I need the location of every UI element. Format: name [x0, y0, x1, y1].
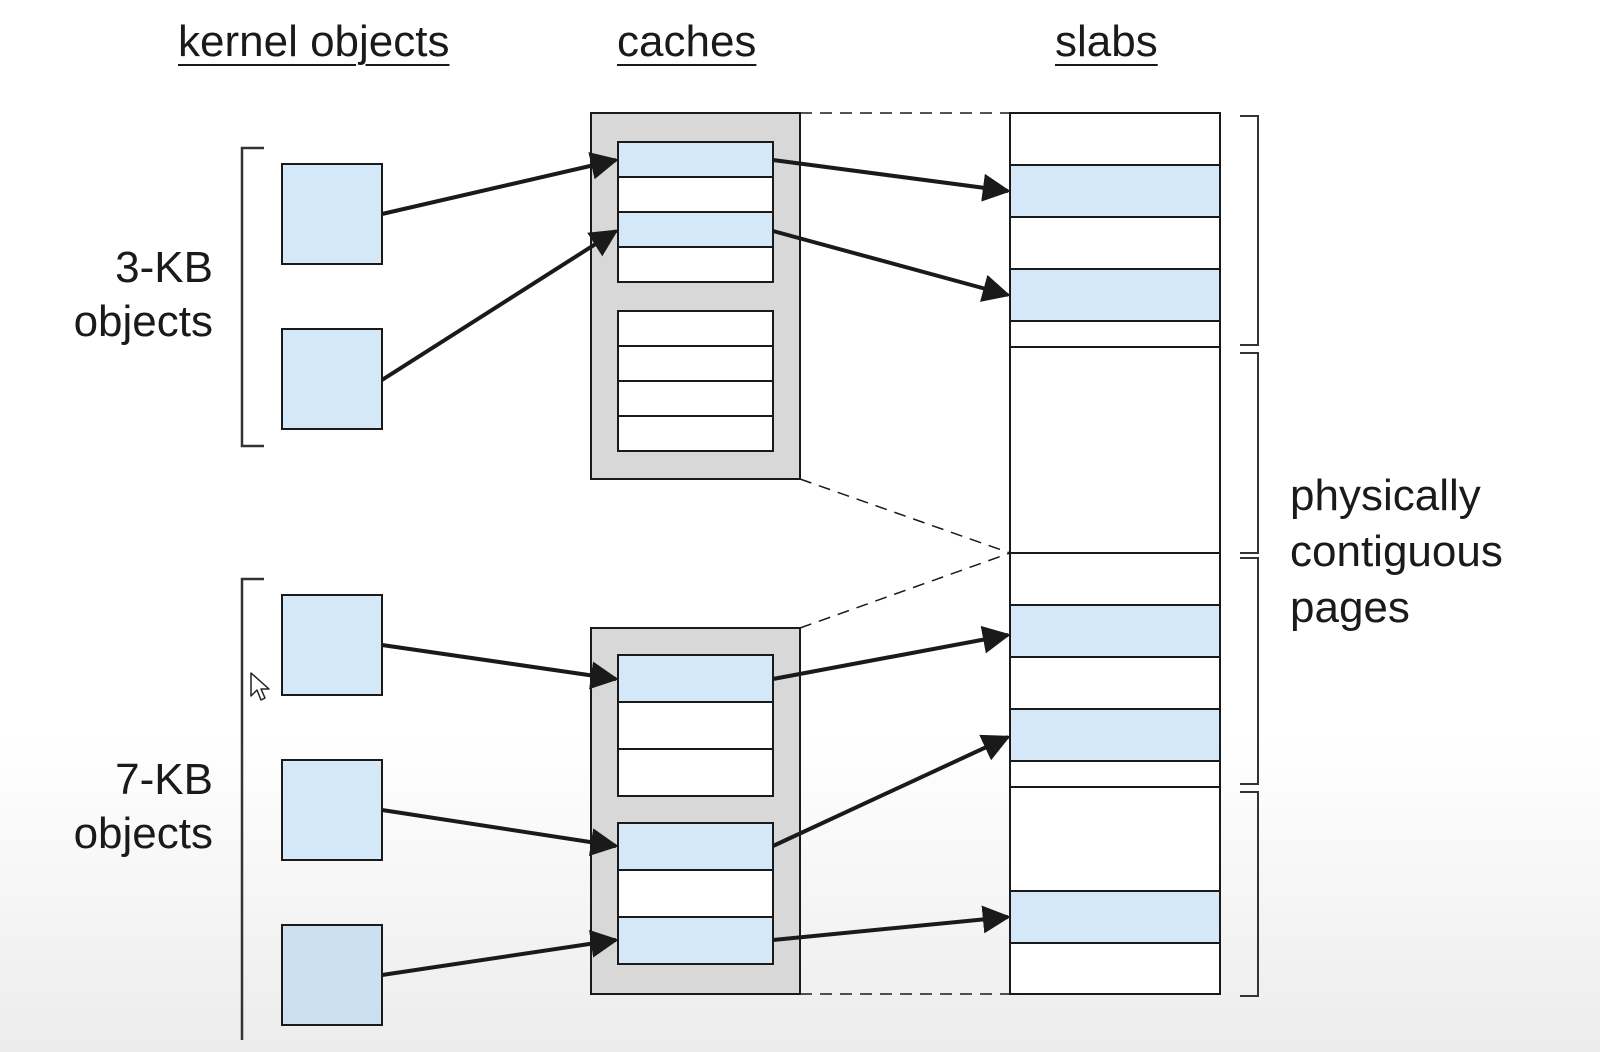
cache-7kb-slot-5	[617, 869, 774, 918]
label-contiguous: contiguous	[1290, 527, 1503, 576]
arrow-obj4-to-cache	[381, 808, 619, 857]
slab-row-6	[1009, 346, 1221, 554]
cache-7kb-slot-2	[617, 701, 774, 750]
arrow-obj2-to-cache	[380, 229, 619, 382]
cache-3kb-slot-1	[617, 141, 774, 178]
label-3kb: 3-KB	[115, 243, 213, 292]
arrow-obj3-to-cache	[381, 643, 619, 690]
arrow-cache2-slot6-to-slab	[772, 905, 1011, 942]
header-caches: caches	[617, 17, 757, 66]
slab-row-13	[1009, 890, 1221, 944]
kernel-object-7kb-1	[281, 594, 383, 696]
slab-row-12	[1009, 786, 1221, 892]
bracket-page-1	[1240, 115, 1259, 346]
label-7kb-objects: objects	[73, 809, 213, 858]
dashed-cache1-bottom	[799, 478, 1011, 554]
kernel-object-3kb-2	[281, 328, 383, 430]
arrow-cache1-slot3-to-slab	[772, 229, 1011, 302]
arrow-obj1-to-cache	[381, 152, 619, 216]
dashed-cache2-top	[799, 552, 1011, 629]
slab-row-14	[1009, 942, 1221, 995]
header-slabs: slabs	[1055, 17, 1158, 66]
slab-row-5	[1009, 320, 1221, 348]
kernel-object-7kb-3	[281, 924, 383, 1026]
slab-row-11	[1009, 760, 1221, 788]
label-pages: pages	[1290, 583, 1410, 632]
arrow-cache1-slot1-to-slab	[772, 158, 1011, 202]
kernel-object-3kb-1	[281, 163, 383, 265]
arrow-cache2-slot1-to-slab	[772, 625, 1011, 681]
bracket-page-3	[1240, 557, 1259, 785]
label-7kb: 7-KB	[115, 755, 213, 804]
slab-row-4	[1009, 268, 1221, 322]
slab-row-1	[1009, 112, 1221, 166]
slab-row-10	[1009, 708, 1221, 762]
header-kernel-objects: kernel objects	[178, 17, 450, 66]
slab-row-7	[1009, 552, 1221, 606]
cache-3kb-slot-8	[617, 415, 774, 452]
cache-3kb-slot-3	[617, 211, 774, 248]
bracket-3kb	[240, 146, 264, 448]
bracket-page-4	[1240, 791, 1259, 997]
bracket-7kb	[240, 577, 264, 1040]
cache-3kb-slot-4	[617, 246, 774, 283]
cache-7kb-slot-3	[617, 748, 774, 797]
slab-row-9	[1009, 656, 1221, 710]
cache-7kb-slot-6	[617, 916, 774, 965]
label-3kb-objects: objects	[73, 297, 213, 346]
cache-3kb-slot-6	[617, 345, 774, 382]
slab-row-2	[1009, 164, 1221, 218]
cache-3kb-slot-5	[617, 310, 774, 347]
kernel-object-7kb-2	[281, 759, 383, 861]
label-physically: physically	[1290, 471, 1481, 520]
cache-3kb-slot-7	[617, 380, 774, 417]
cache-7kb-slot-4	[617, 822, 774, 871]
slab-row-3	[1009, 216, 1221, 270]
arrow-cache2-slot4-to-slab	[772, 734, 1011, 848]
cache-7kb-slot-1	[617, 654, 774, 703]
mouse-cursor-icon	[250, 672, 270, 701]
bracket-page-2	[1240, 352, 1259, 554]
cache-3kb-slot-2	[617, 176, 774, 213]
slab-row-8	[1009, 604, 1221, 658]
arrow-obj5-to-cache	[381, 929, 619, 977]
